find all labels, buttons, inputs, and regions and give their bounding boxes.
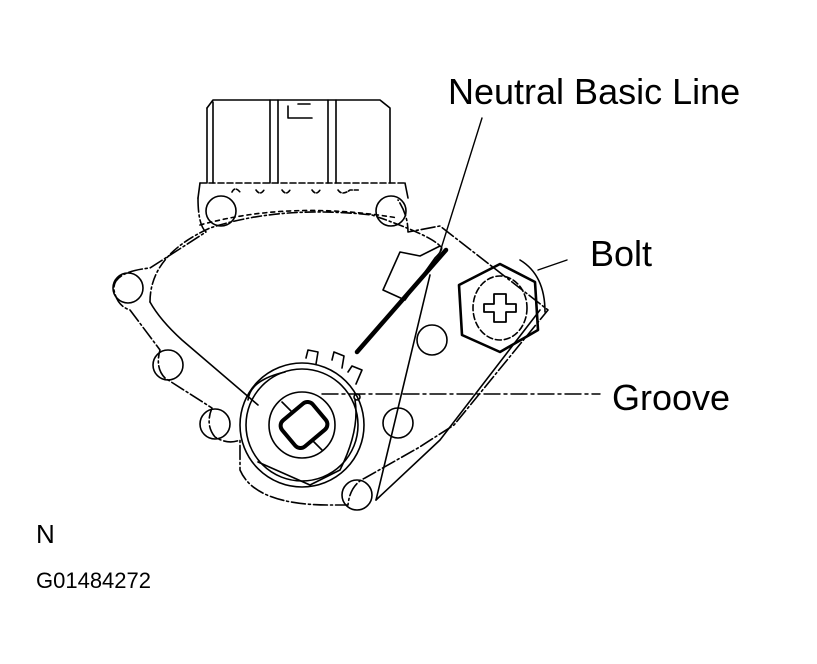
shaft-assembly [239, 349, 365, 488]
phillips-cross-icon [483, 293, 517, 323]
connector-housing [197, 99, 409, 199]
neutral-basic-line-leader [439, 117, 483, 253]
bolt-leader [537, 259, 568, 271]
label-neutral-basic-line: Neutral Basic Line [448, 71, 741, 112]
neutral-basic-line [354, 247, 449, 355]
shaft-flat [278, 399, 330, 451]
label-bolt: Bolt [590, 233, 653, 274]
bolt [457, 259, 546, 354]
view-indicator: N [36, 519, 55, 549]
bolt-hex-head [457, 262, 540, 354]
figure-code: G01484272 [36, 568, 151, 593]
label-groove: Groove [612, 377, 731, 418]
switch-body [112, 195, 549, 511]
